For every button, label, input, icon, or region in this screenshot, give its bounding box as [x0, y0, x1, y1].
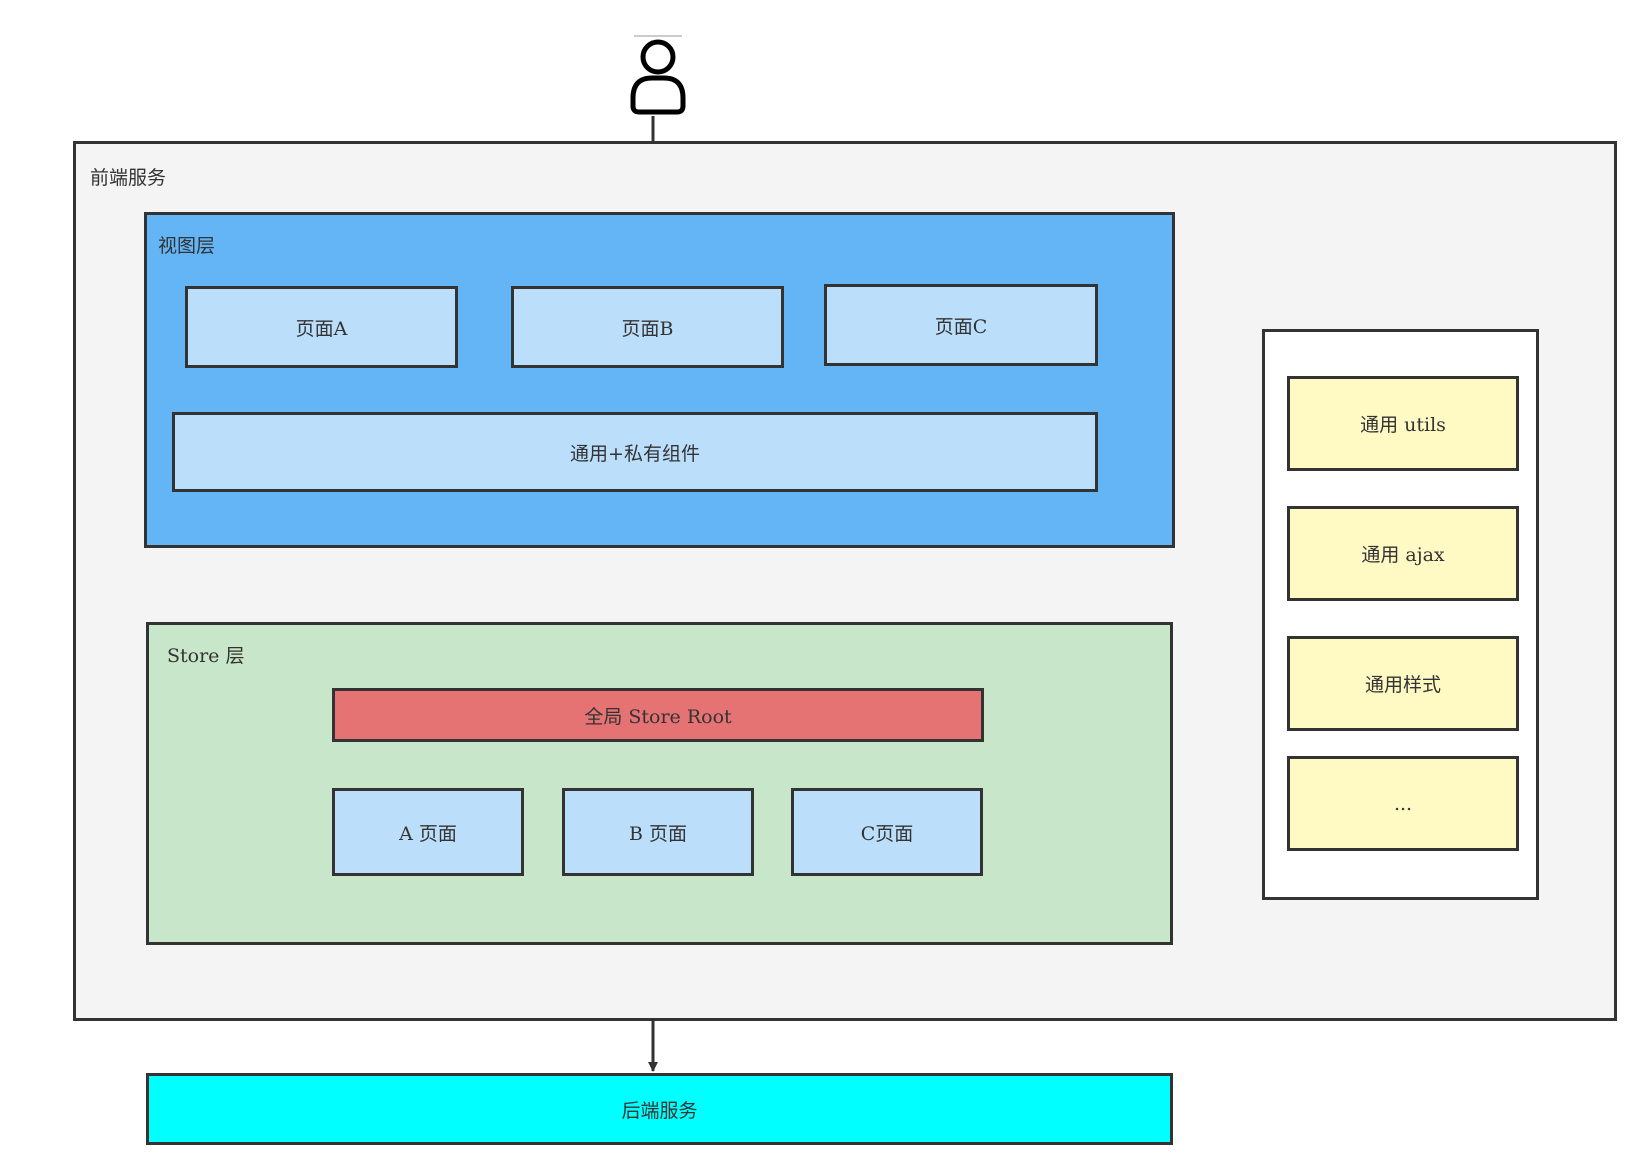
- store-layer-container: [146, 622, 1173, 945]
- store-c-node: C页面: [791, 788, 983, 876]
- view-layer-label: 视图层: [158, 235, 216, 257]
- user-icon: [630, 35, 686, 115]
- shared-utils-node: 通用 utils: [1287, 376, 1519, 471]
- page-a-node: 页面A: [185, 286, 458, 368]
- backend-service-node: 后端服务: [146, 1073, 1173, 1145]
- shared-ajax-node: 通用 ajax: [1287, 506, 1519, 601]
- page-b-node: 页面B: [511, 286, 784, 368]
- shared-components-node: 通用+私有组件: [172, 412, 1098, 492]
- frontend-service-label: 前端服务: [90, 167, 167, 189]
- store-b-node: B 页面: [562, 788, 754, 876]
- view-layer-container: [144, 212, 1175, 548]
- page-c-node: 页面C: [824, 284, 1098, 366]
- store-layer-label: Store 层: [167, 645, 245, 667]
- shared-more-node: ...: [1287, 756, 1519, 851]
- global-store-root-node: 全局 Store Root: [332, 688, 984, 742]
- shared-styles-node: 通用样式: [1287, 636, 1519, 731]
- store-a-node: A 页面: [332, 788, 524, 876]
